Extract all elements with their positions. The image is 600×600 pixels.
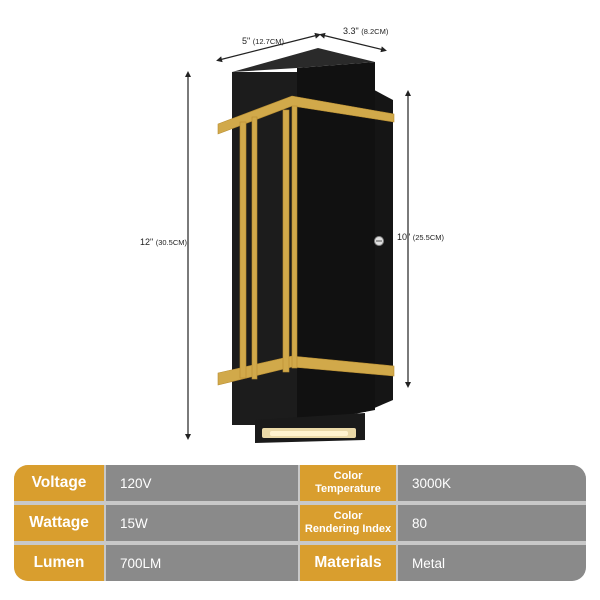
depth-value: 3.3" — [343, 26, 359, 36]
color-temperature-value: 3000K — [398, 465, 586, 501]
depth-dimension-line — [319, 32, 387, 53]
height-metric-value: (30.5CM) — [155, 238, 187, 247]
materials-label: Materials — [300, 545, 396, 581]
fixture-top-face — [232, 48, 375, 72]
spec-table: Voltage 120V Color Temperature 3000K Wat… — [14, 465, 586, 581]
wattage-value: 15W — [106, 505, 298, 541]
gold-frame — [217, 95, 395, 386]
voltage-label: Voltage — [14, 465, 104, 501]
width-dimension-line — [216, 32, 321, 63]
width-metric-value: (12.7CM) — [252, 37, 284, 46]
voltage-value: 120V — [106, 465, 298, 501]
backplate-height-label: 10" (25.5CM) — [397, 232, 444, 242]
spec-row-wattage: Wattage 15W Color Rendering Index 80 — [14, 505, 586, 541]
backplate-metric-value: (25.5CM) — [412, 233, 444, 242]
height-label: 12" (30.5CM) — [140, 237, 187, 247]
lumen-label: Lumen — [14, 545, 104, 581]
width-value: 5" — [242, 36, 251, 46]
wattage-label: Wattage — [14, 505, 104, 541]
spec-row-lumen: Lumen 700LM Materials Metal — [14, 545, 586, 581]
lumen-value: 700LM — [106, 545, 298, 581]
width-label: 5" (12.7CM) — [242, 36, 284, 46]
depth-label: 3.3" (8.2CM) — [343, 26, 388, 36]
depth-metric-value: (8.2CM) — [361, 27, 389, 36]
color-rendering-index-label: Color Rendering Index — [300, 505, 396, 541]
wall-light-fixture-illustration — [185, 32, 411, 443]
backplate-height-value: 10" — [397, 232, 411, 242]
height-value: 12" — [140, 237, 154, 247]
fixture-side-face — [297, 62, 375, 425]
spec-row-voltage: Voltage 120V Color Temperature 3000K — [14, 465, 586, 501]
materials-value: Metal — [398, 545, 586, 581]
color-temperature-label: Color Temperature — [300, 465, 396, 501]
color-rendering-index-value: 80 — [398, 505, 586, 541]
